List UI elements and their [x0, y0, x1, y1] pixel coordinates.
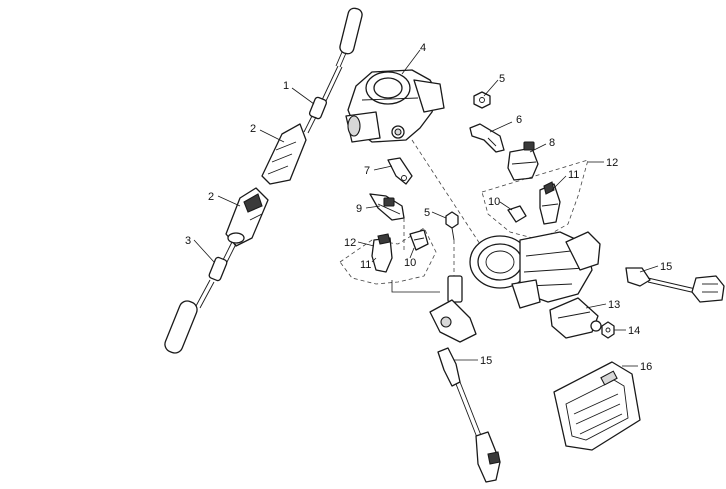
mounting-bracket — [429, 275, 477, 343]
sensor-13 — [549, 297, 602, 339]
callout-16: 16 — [640, 361, 652, 373]
injector-group-left — [339, 227, 437, 285]
callout-10-left: 10 — [404, 257, 416, 269]
callout-5-upper: 5 — [499, 73, 505, 85]
callout-11-left: 11 — [360, 259, 371, 271]
clip-7 — [387, 157, 413, 185]
callout-15-lower: 15 — [480, 355, 492, 367]
leader-lines — [193, 49, 659, 367]
cable-cover-lower — [225, 187, 269, 247]
throttle-body — [345, 69, 445, 143]
callout-5-middle: 5 — [424, 207, 430, 219]
callout-2-upper: 2 — [250, 123, 256, 135]
callout-9: 9 — [356, 203, 362, 215]
callout-7: 7 — [364, 165, 370, 177]
callout-labels: 1 2 2 3 4 5 6 8 12 11 10 7 9 5 12 10 11 … — [185, 42, 672, 373]
callout-13: 13 — [608, 299, 620, 311]
callout-2-lower: 2 — [208, 191, 214, 203]
callout-10-right: 10 — [488, 196, 500, 208]
oxygen-sensor-right — [625, 267, 725, 303]
callout-11-right: 11 — [568, 169, 579, 181]
callout-14: 14 — [628, 325, 640, 337]
callout-3: 3 — [185, 235, 191, 247]
ecu-unit — [553, 361, 641, 451]
connection-lines — [403, 139, 481, 276]
nut-14 — [601, 321, 615, 339]
callout-12-right: 12 — [606, 157, 618, 169]
callout-1: 1 — [283, 80, 289, 92]
callout-8: 8 — [549, 137, 555, 149]
sensor-8 — [507, 141, 539, 181]
throttle-cable-lower — [164, 241, 237, 354]
callout-12-left: 12 — [344, 237, 356, 249]
cable-cover-upper — [261, 123, 307, 185]
intake-manifold — [391, 231, 601, 309]
callout-4: 4 — [420, 42, 426, 54]
bolt-middle — [445, 211, 459, 241]
injector-group-right — [481, 159, 589, 241]
oxygen-sensor-lower — [437, 347, 501, 483]
bracket-6 — [469, 123, 505, 153]
bolt-upper — [473, 91, 491, 109]
callout-15-right: 15 — [660, 261, 672, 273]
callout-6: 6 — [516, 114, 522, 126]
throttle-cable-upper — [303, 7, 363, 134]
